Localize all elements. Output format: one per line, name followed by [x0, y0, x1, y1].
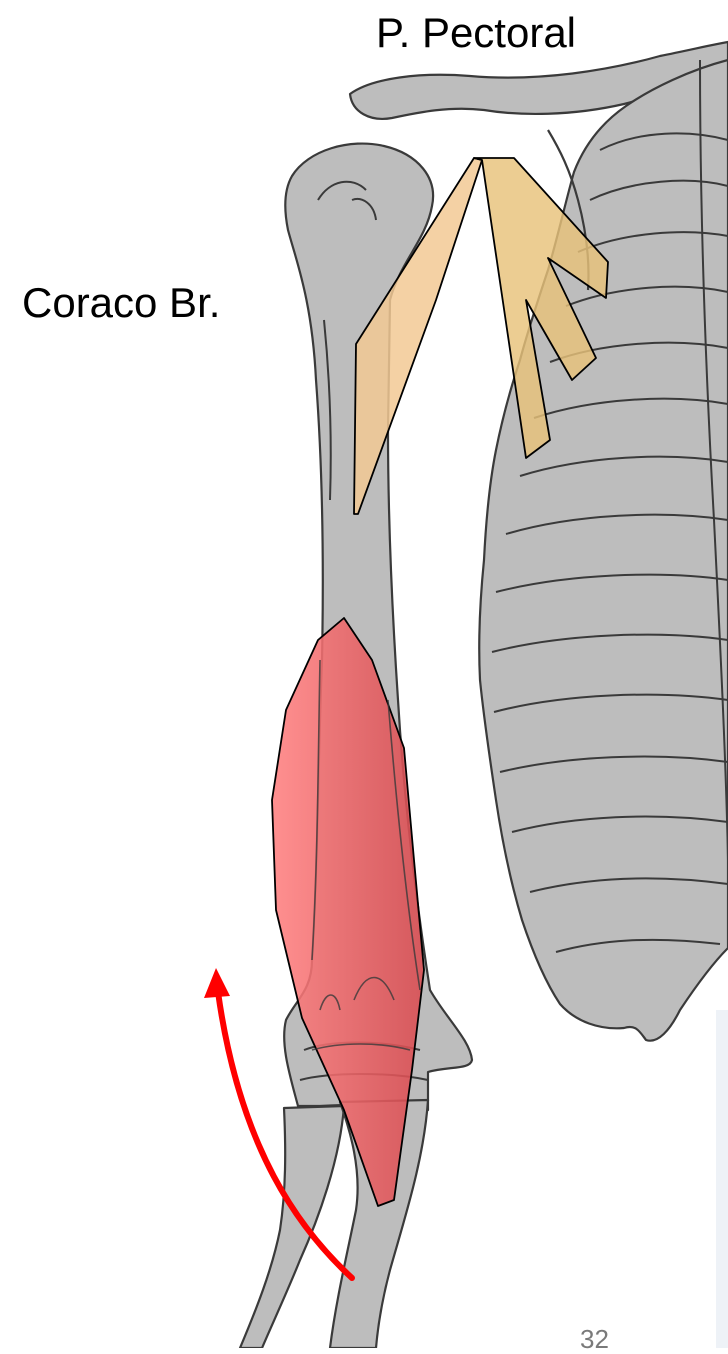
coraco-label: Coraco Br.	[22, 282, 220, 324]
right-edge-strip	[716, 1010, 728, 1348]
pectoral-label: P. Pectoral	[376, 12, 576, 54]
page-number: 32	[580, 1326, 609, 1352]
